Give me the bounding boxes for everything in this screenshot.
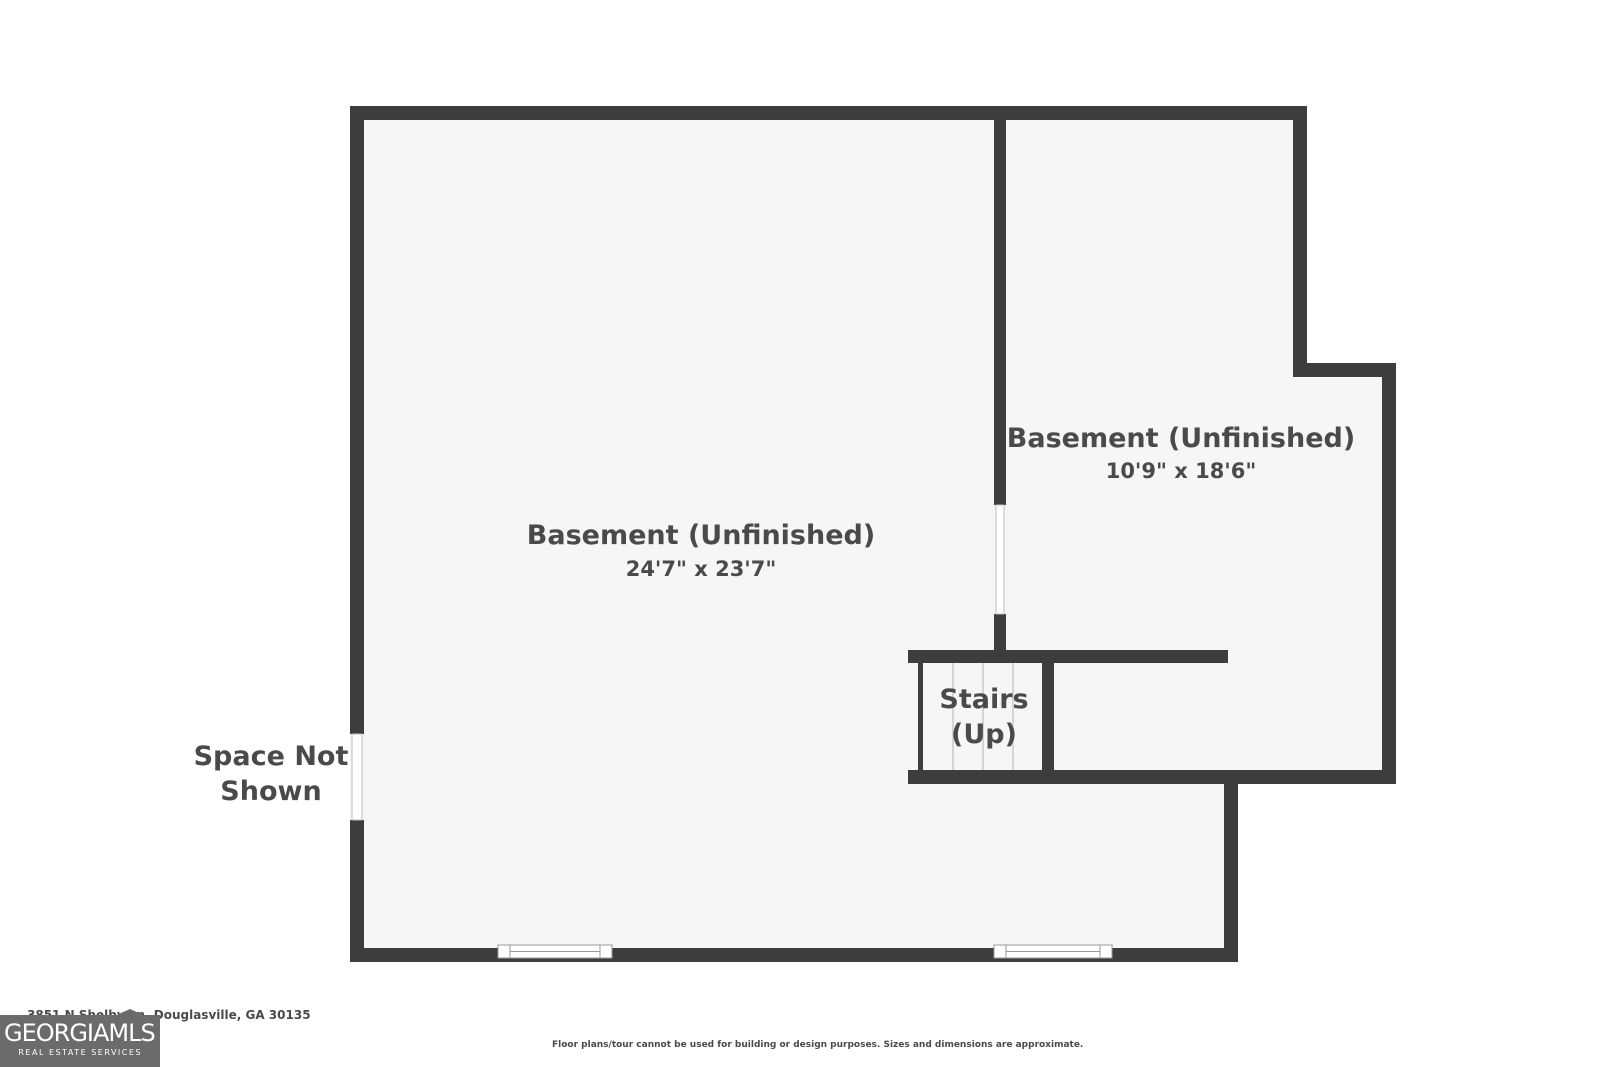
stairs-label-line1: Stairs	[939, 684, 1028, 715]
interior-walls	[908, 113, 1228, 784]
room-side-name: Basement (Unfinished)	[1007, 423, 1355, 454]
wall-right-upper	[1293, 106, 1307, 377]
room-main-dimensions: 24'7" x 23'7"	[626, 557, 777, 581]
stair-treads	[952, 663, 1014, 770]
floor-area	[350, 113, 1393, 955]
wall-step	[1293, 363, 1396, 377]
divider-lower	[994, 614, 1006, 660]
wall-left-upper	[350, 106, 364, 734]
disclaimer-text: Floor plans/tour cannot be used for buil…	[552, 1040, 1084, 1050]
divider-upper	[994, 113, 1006, 505]
window-right	[993, 944, 1113, 959]
georgia-mls-logo: GEORGIAMLS REAL ESTATE SERVICES	[0, 1009, 160, 1067]
opening-left	[351, 733, 363, 821]
wall-right-bottom	[1224, 770, 1238, 962]
wall-bottom-right-step	[1048, 770, 1396, 784]
opening-divider	[995, 504, 1005, 615]
house-roof-icon	[110, 1009, 150, 1018]
wall-left-lower	[350, 820, 364, 962]
room-side-dimensions: 10'9" x 18'6"	[1106, 459, 1257, 483]
wall-right-lower	[1382, 363, 1396, 784]
stairs-label-line2: (Up)	[951, 719, 1017, 750]
outside-label-line1: Space Not	[194, 741, 349, 772]
outside-label-line2: Shown	[220, 776, 321, 807]
stairs-bottom-wall	[908, 770, 1056, 784]
wall-top	[350, 106, 1307, 120]
openings	[351, 504, 1005, 821]
window-left	[497, 944, 613, 959]
stairs-left-wall	[918, 650, 923, 784]
logo-sub-text: REAL ESTATE SERVICES	[18, 1048, 142, 1057]
room-main-name: Basement (Unfinished)	[527, 520, 875, 551]
stairs-right-wall	[1042, 650, 1054, 784]
logo-main-text: GEORGIAMLS	[4, 1019, 156, 1047]
stairs-top-wall	[908, 650, 1228, 663]
